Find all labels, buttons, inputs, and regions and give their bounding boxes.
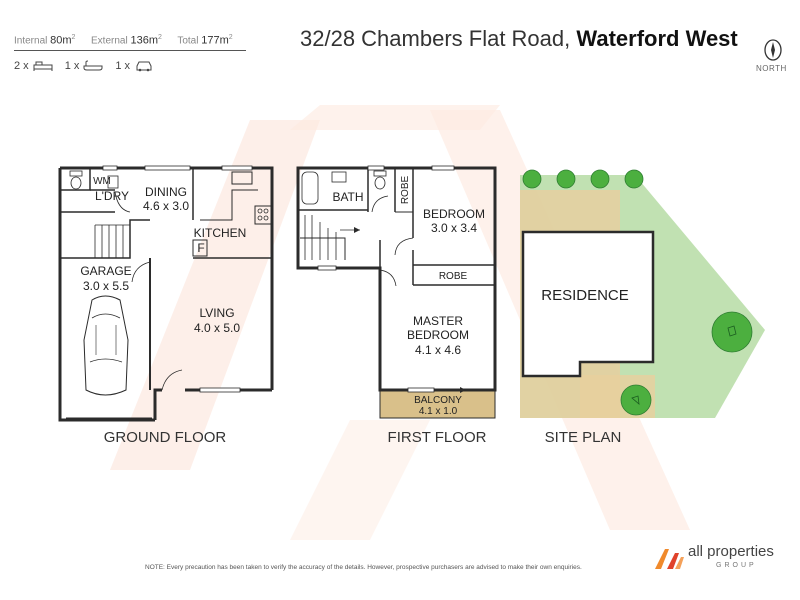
brand-name: all properties — [688, 543, 774, 560]
balcony-label: BALCONY — [414, 395, 462, 406]
internal-value: 80m — [50, 34, 72, 47]
master-bedroom-label: BEDROOM — [407, 328, 469, 342]
fridge-label: F — [197, 241, 204, 255]
robe-label: ROBE — [439, 271, 468, 282]
external-label: External — [91, 35, 128, 47]
total-value: 177m — [201, 34, 229, 47]
total-label: Total — [177, 35, 199, 47]
bathtub-icon — [83, 60, 103, 71]
suburb-name: Waterford West — [576, 26, 738, 51]
master-label: MASTER — [413, 314, 463, 328]
kitchen-label: KITCHEN — [194, 226, 247, 240]
living-size: 4.0 x 5.0 — [194, 321, 240, 335]
first-floor-title: FIRST FLOOR — [388, 429, 487, 446]
robe-vertical-label: ROBE — [400, 176, 411, 205]
street-address: 32/28 Chambers Flat Road, — [300, 26, 571, 51]
residence-outline — [521, 230, 655, 378]
property-address: 32/28 Chambers Flat Road, Waterford West — [300, 26, 738, 52]
bedroom-size: 3.0 x 3.4 — [431, 221, 477, 235]
first-floor-plan — [296, 165, 497, 393]
disclaimer-note: NOTE: Every precaution has been taken to… — [145, 564, 582, 571]
laundry-label: L'DRY — [95, 189, 129, 203]
living-label: LVING — [199, 306, 234, 320]
balcony-size: 4.1 x 1.0 — [419, 406, 458, 417]
garage-size: 3.0 x 5.5 — [83, 279, 129, 293]
bedroom-count: 2 x — [14, 60, 53, 72]
bed-icon — [33, 61, 53, 71]
header-divider — [14, 50, 246, 51]
master-size: 4.1 x 4.6 — [415, 343, 461, 357]
north-label: NORTH — [756, 64, 787, 73]
garage-label: GARAGE — [80, 264, 131, 278]
brand-group: GROUP — [716, 562, 757, 569]
feature-counts: 2 x 1 x 1 x — [14, 60, 166, 72]
bedroom-count-text: 2 x — [14, 60, 29, 72]
bathroom-count-text: 1 x — [64, 60, 80, 72]
total-unit-sup: 2 — [228, 34, 233, 41]
site-plan — [520, 169, 765, 418]
ground-floor-plan — [58, 165, 274, 422]
external-unit-sup: 2 — [158, 34, 162, 41]
compass-icon — [764, 39, 782, 61]
car-icon — [136, 61, 152, 72]
balcony-area — [379, 389, 496, 419]
residence-label: RESIDENCE — [541, 287, 629, 304]
tree-icons — [522, 169, 753, 416]
dining-label: DINING — [145, 185, 187, 199]
car-count-text: 1 x — [115, 60, 131, 72]
external-value: 136m — [130, 34, 159, 47]
bedroom-label: BEDROOM — [423, 207, 485, 221]
bath-label: BATH — [332, 190, 363, 204]
car-count: 1 x — [115, 60, 154, 72]
site-plan-title: SITE PLAN — [545, 429, 622, 446]
dining-size: 4.6 x 3.0 — [143, 199, 189, 213]
area-stats: Internal 80m2 External 136m2 Total 177m2 — [14, 34, 233, 46]
bathroom-count: 1 x — [65, 60, 104, 72]
internal-label: Internal — [14, 35, 48, 47]
ground-floor-title: GROUND FLOOR — [104, 429, 227, 446]
brand-logo-icon — [655, 549, 684, 569]
internal-unit-sup: 2 — [71, 34, 76, 41]
wm-label: WM — [93, 176, 111, 187]
